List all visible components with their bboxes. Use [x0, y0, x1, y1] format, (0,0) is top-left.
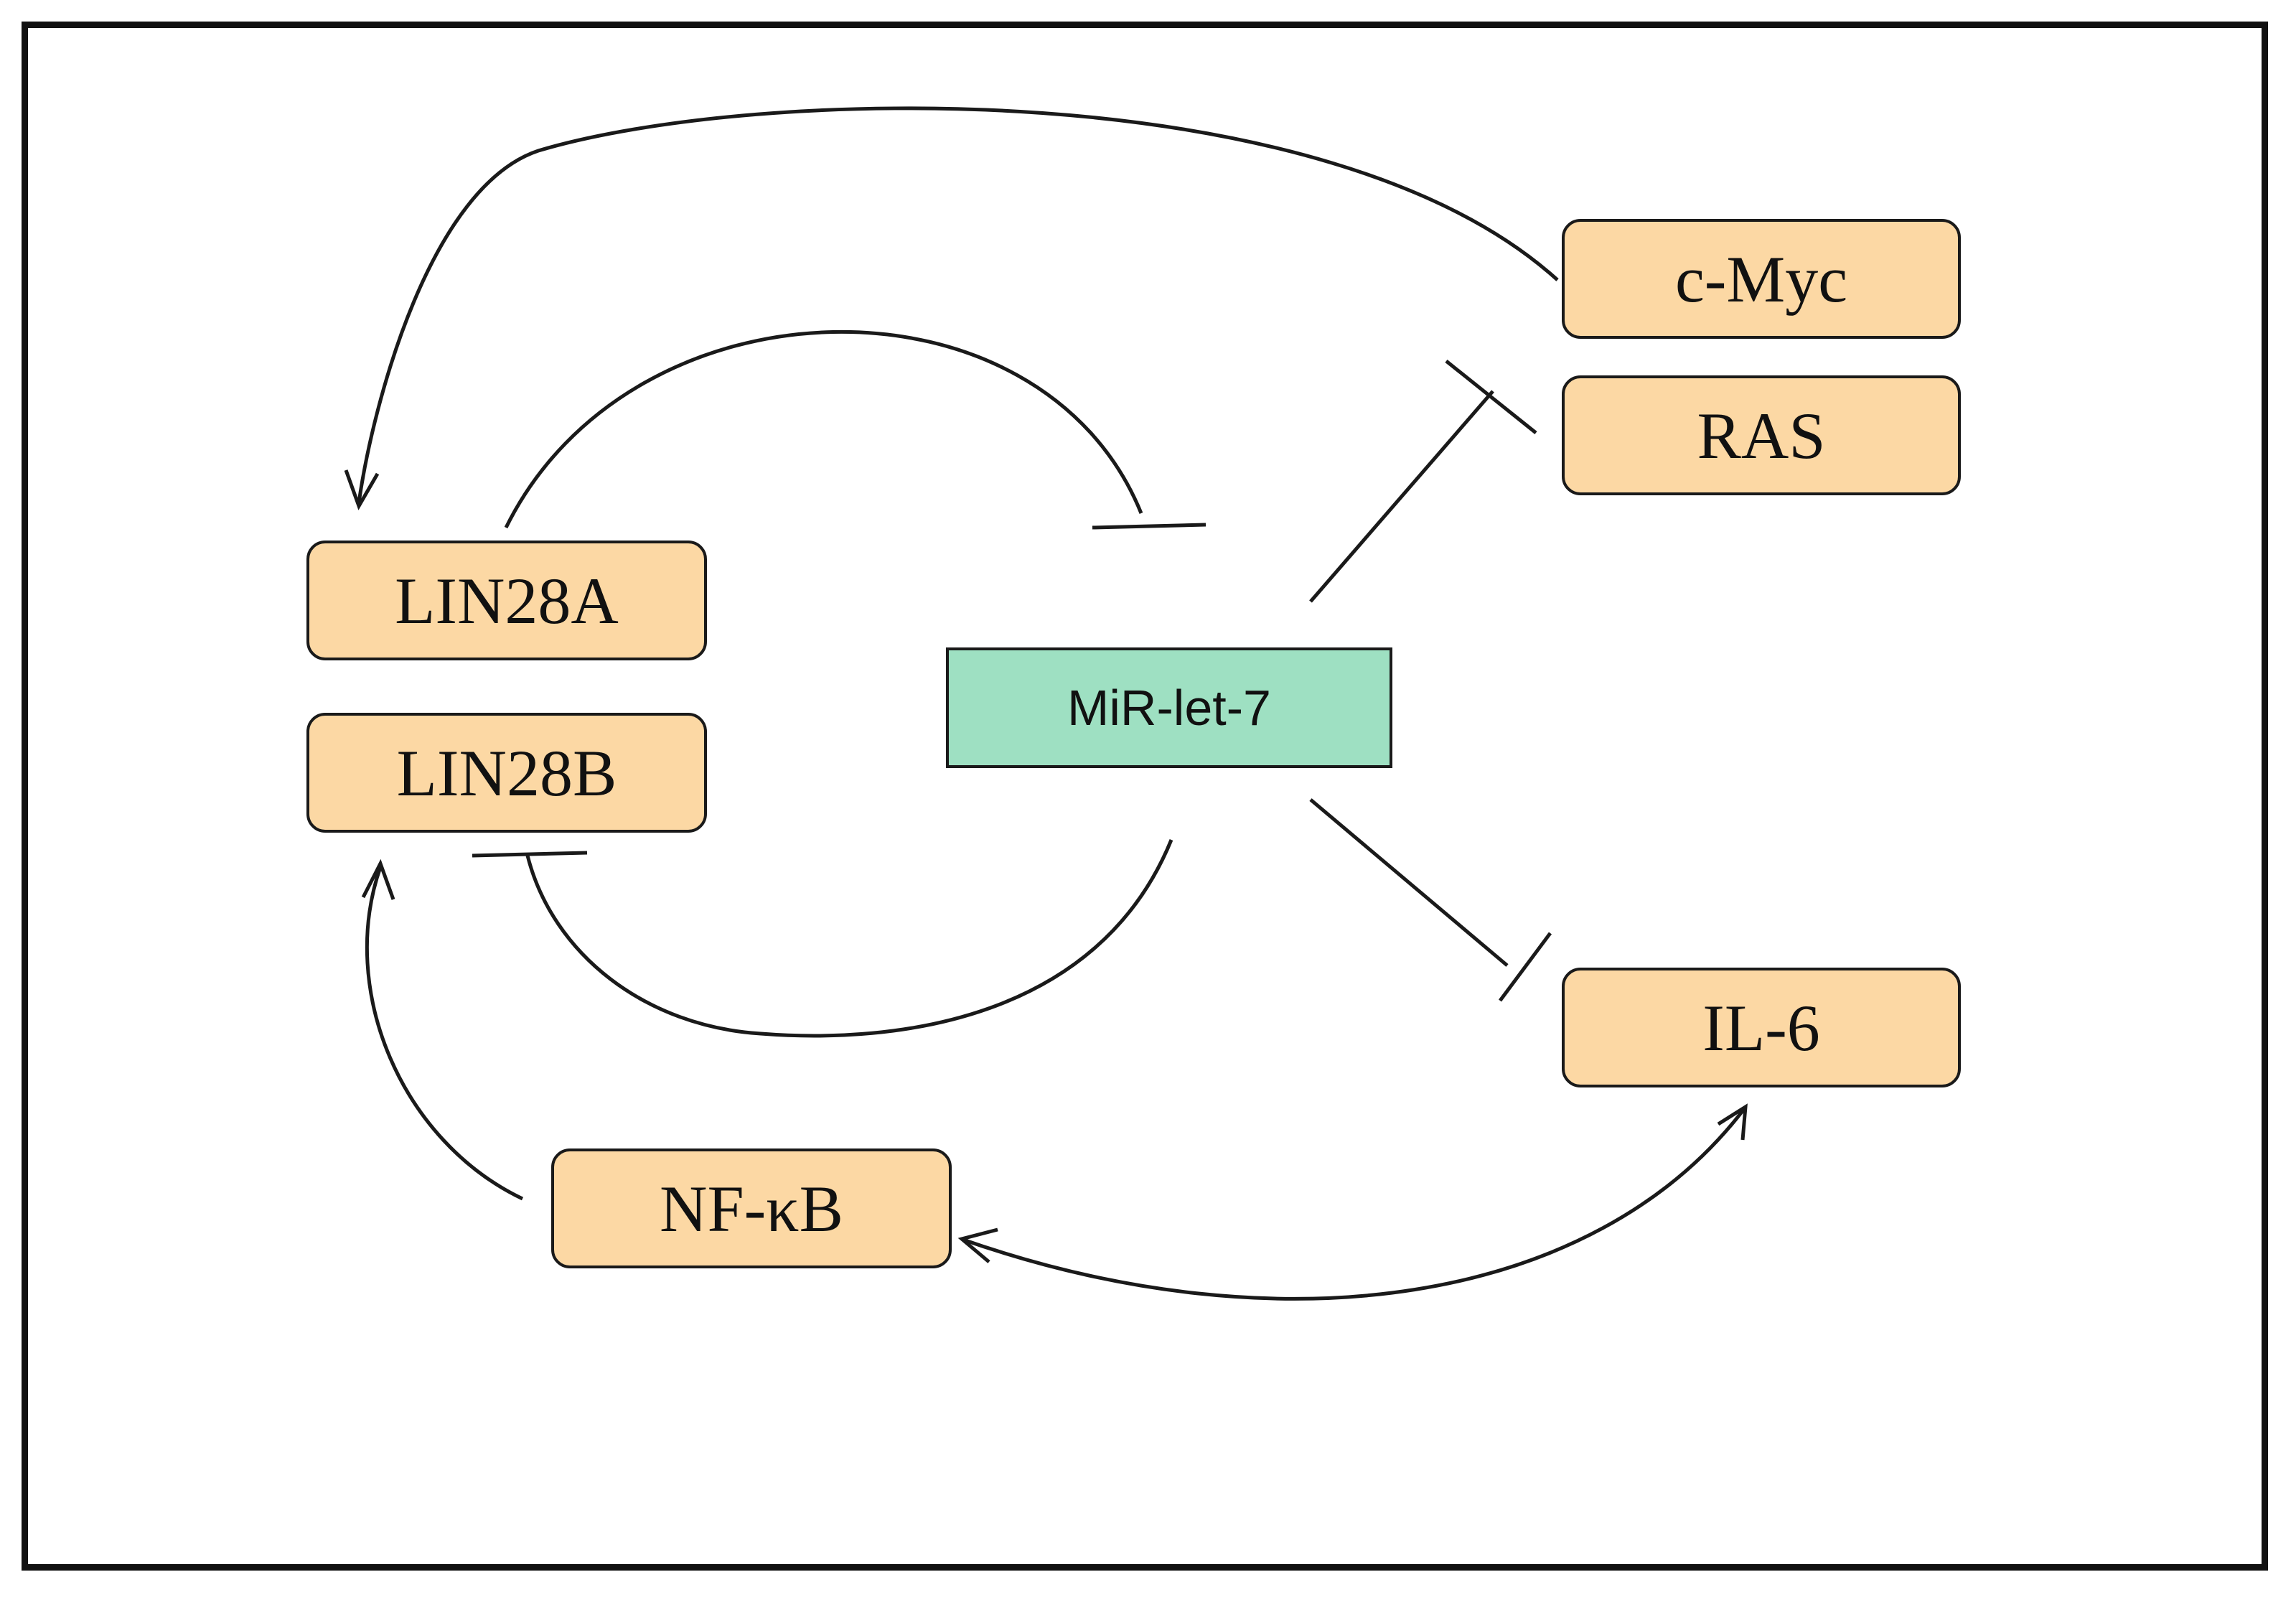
inhibition-bar-il6: [1498, 932, 1552, 1002]
arrowhead-il6: [1717, 1103, 1748, 1141]
mirlet7-to-lin28b-arc: [525, 839, 1173, 1038]
arrowhead-lin28a-top: [344, 469, 380, 510]
edge-mirlet7-inhibits-ras: [1309, 360, 1537, 603]
edge-nfkb-activates-lin28b: [361, 859, 524, 1201]
cmyc-to-lin28a-arc: [357, 106, 1559, 503]
inhibition-bar-lin28b: [472, 851, 588, 858]
edge-mirlet7-inhibits-il6: [1309, 798, 1552, 1002]
node-mirlet7: MiR-let-7: [946, 647, 1392, 768]
edge-lin28a-inhibits-mirlet7: [504, 329, 1206, 530]
node-cmyc: c-Myc: [1562, 219, 1961, 339]
node-lin28a: LIN28A: [306, 541, 707, 660]
edge-mirlet7-inhibits-lin28b: [472, 839, 1173, 1038]
nfkb-il6-arc: [962, 1108, 1746, 1301]
inhibition-bar-ras: [1445, 360, 1537, 434]
edge-cmyc-activates-lin28a: [344, 106, 1559, 510]
mirlet7-to-il6-line: [1309, 798, 1509, 967]
lin28a-to-mirlet7-arc: [504, 329, 1143, 529]
arrowhead-nfkb: [957, 1227, 998, 1263]
arrowhead-lin28b-bottom: [361, 859, 395, 900]
node-il6: IL-6: [1562, 968, 1961, 1087]
node-ras: RAS: [1562, 375, 1961, 495]
node-lin28b: LIN28B: [306, 713, 707, 833]
node-nfkb: NF-κB: [551, 1148, 952, 1268]
diagram-frame: [22, 22, 2268, 1571]
edge-nfkb-il6-mutual-activation: [957, 1103, 1748, 1301]
inhibition-bar-mirlet7-top: [1092, 523, 1206, 530]
mirlet7-to-ras-line: [1309, 390, 1494, 603]
nfkb-to-lin28b-arc: [365, 866, 524, 1201]
